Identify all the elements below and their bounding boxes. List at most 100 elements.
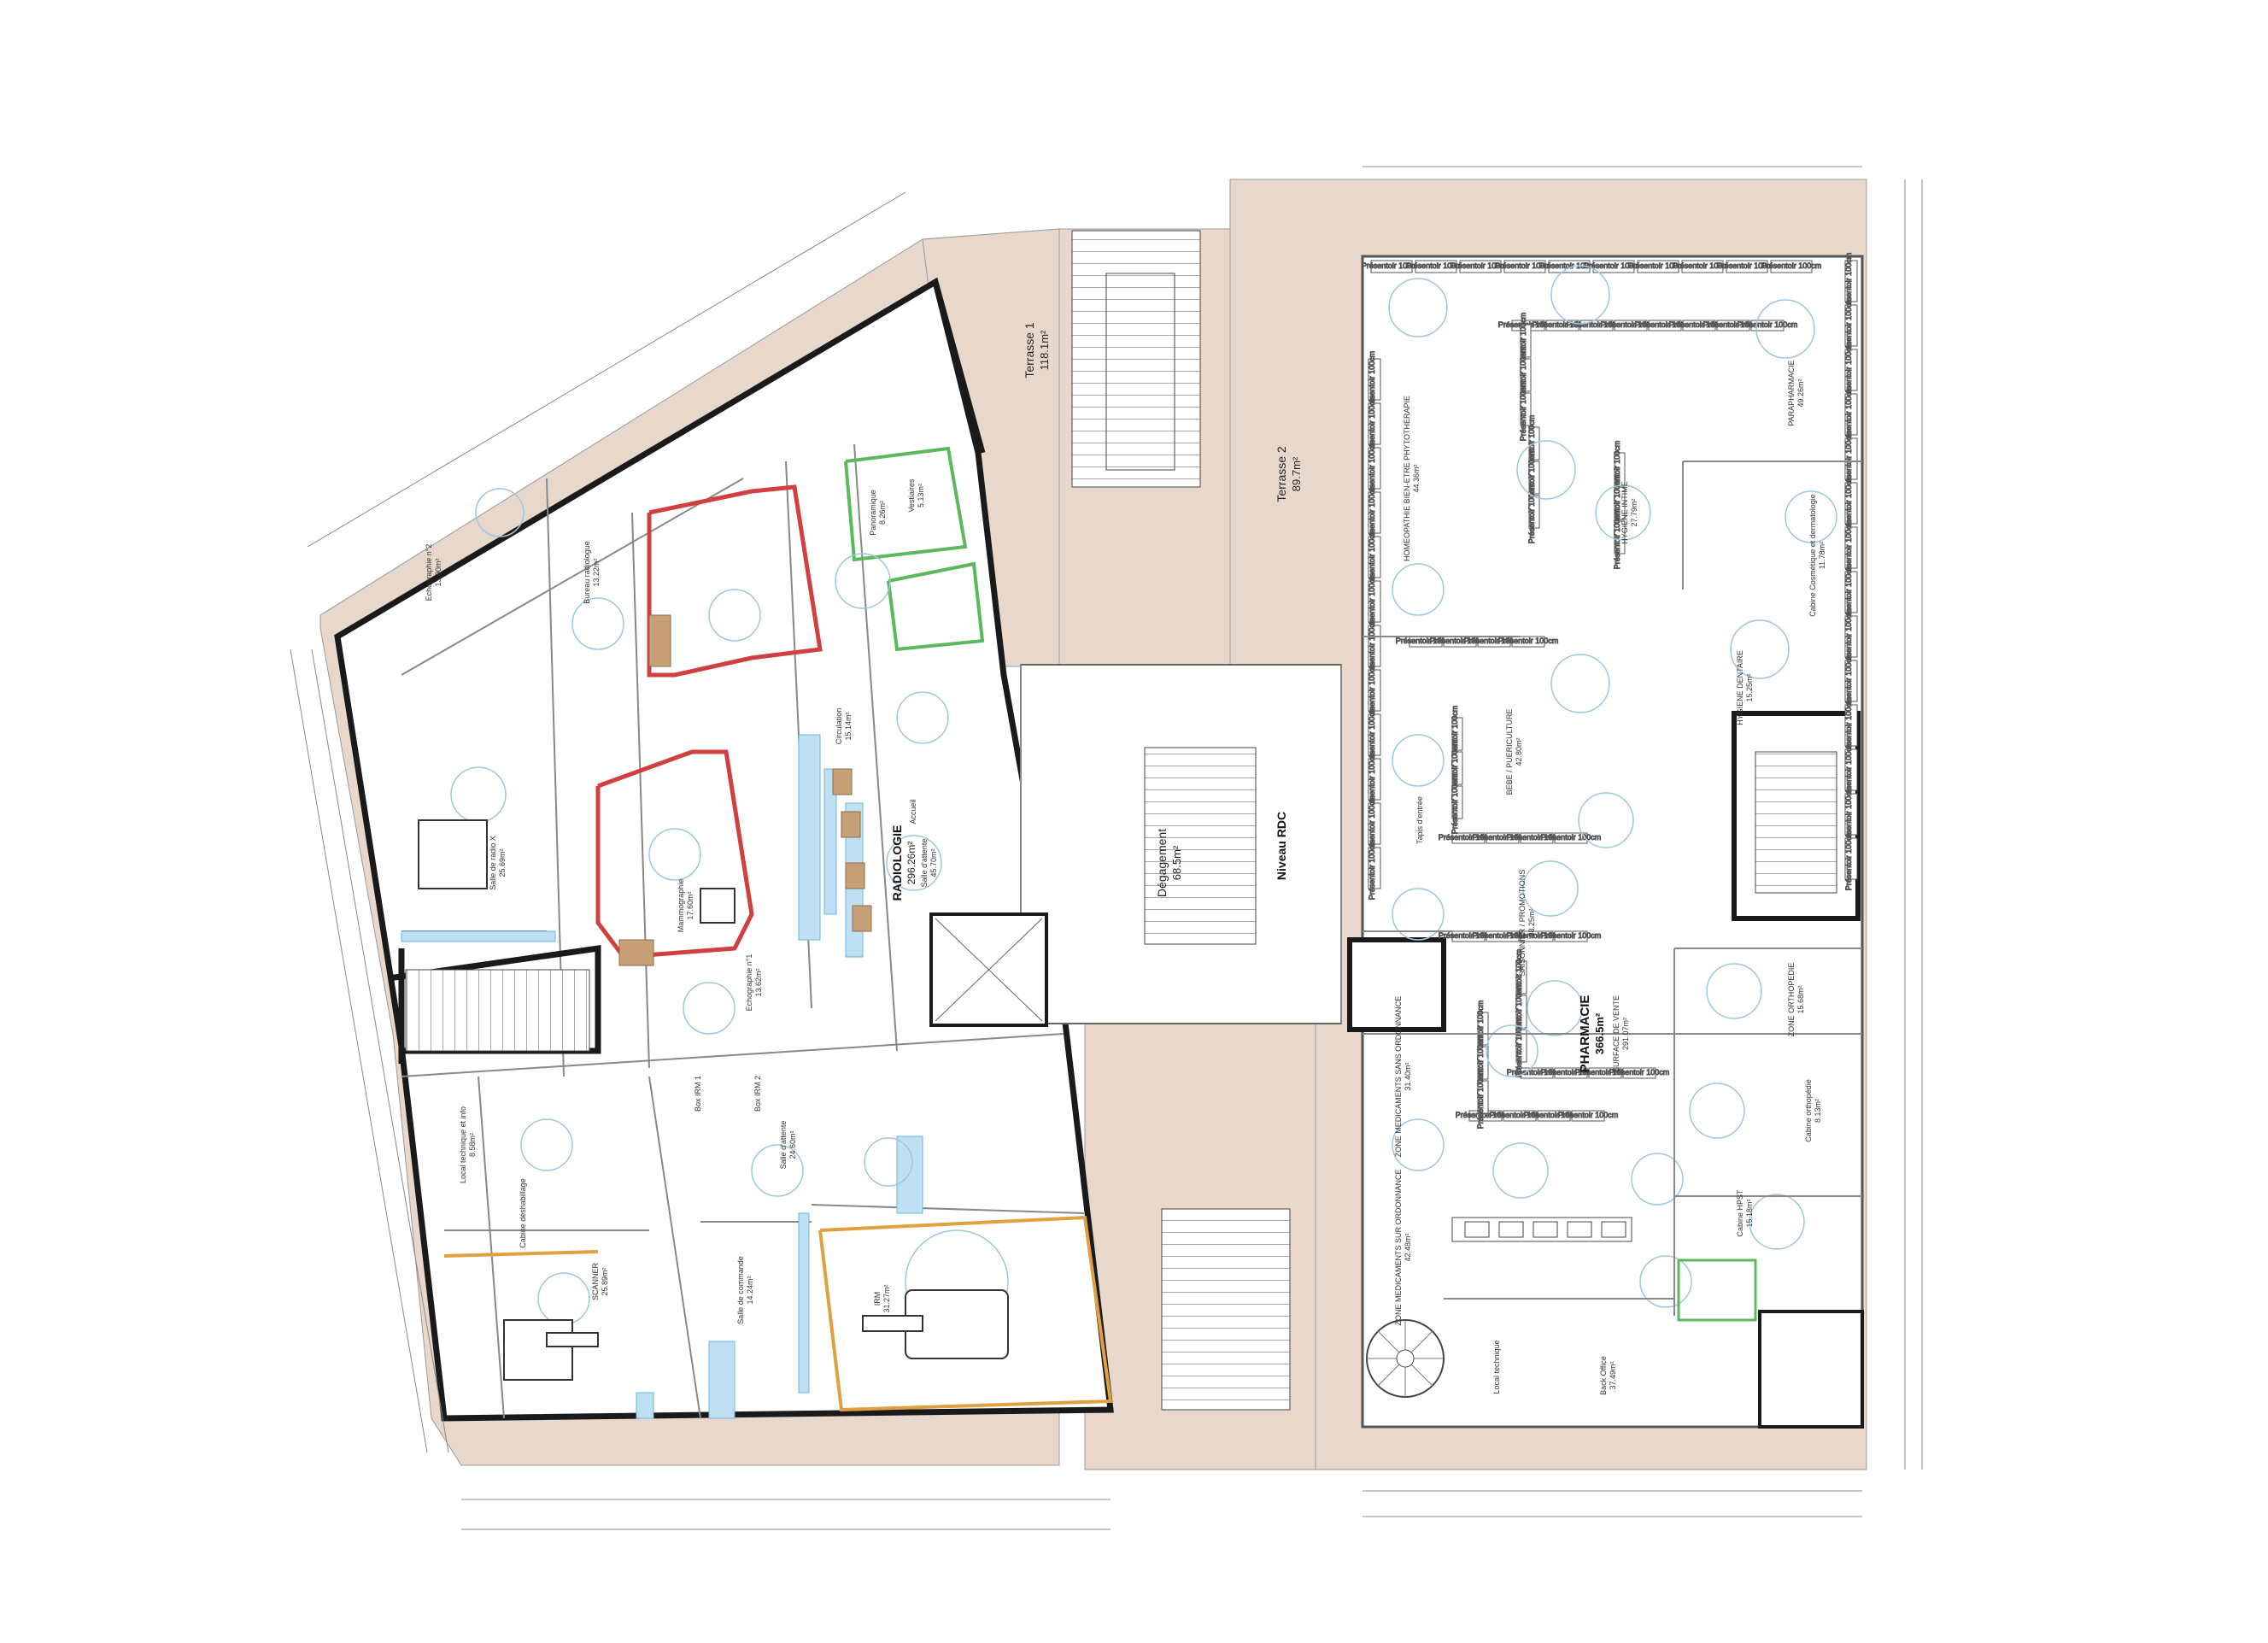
pharma-room-label: Back Office bbox=[1599, 1356, 1608, 1395]
presentoir-shelf bbox=[1520, 930, 1554, 942]
presentoir-label: Présentoir 100cm bbox=[1584, 261, 1644, 270]
presentoir-shelf bbox=[1368, 713, 1381, 756]
presentoir-label: Présentoir 100cm bbox=[1473, 833, 1533, 842]
presentoir-shelf bbox=[1648, 320, 1682, 332]
presentoir-label: Présentoir 100cm bbox=[1567, 320, 1627, 329]
presentoir-shelf bbox=[1614, 486, 1626, 520]
pharma-room-area: 15.68m² bbox=[1796, 985, 1805, 1013]
presentoir-label: Présentoir 100cm bbox=[1533, 320, 1593, 329]
radio-room-area: 8.58m² bbox=[468, 1133, 477, 1157]
presentoir-shelf bbox=[1511, 636, 1545, 648]
presentoir-label: Présentoir 100cm bbox=[1844, 653, 1853, 713]
presentoir-shelf bbox=[1614, 320, 1648, 332]
presentoir-label: Présentoir 100cm bbox=[1495, 261, 1556, 270]
presentoir-shelf bbox=[1844, 748, 1858, 791]
presentoir-shelf bbox=[1682, 320, 1716, 332]
presentoir-label: Présentoir 100cm bbox=[1519, 313, 1527, 373]
presentoir-label: Présentoir 100cm bbox=[1539, 261, 1600, 270]
presentoir-shelf bbox=[1770, 260, 1813, 273]
presentoir-label: Présentoir 100cm bbox=[1368, 440, 1376, 501]
presentoir-label: Présentoir 100cm bbox=[1368, 573, 1376, 634]
pharma-room-label: SAISONNIER / PROMOTIONS bbox=[1518, 870, 1527, 977]
presentoir-label: Présentoir 100cm bbox=[1507, 833, 1568, 842]
presentoir-label: Présentoir 100cm bbox=[1609, 1068, 1670, 1077]
presentoir-shelf bbox=[1844, 526, 1858, 569]
presentoir-shelf bbox=[1545, 320, 1579, 332]
presentoir-shelf bbox=[1548, 260, 1591, 273]
pharma-room-area: 37.49m² bbox=[1609, 1361, 1617, 1389]
presentoir-label: Présentoir 100cm bbox=[1844, 342, 1853, 402]
pharma-room-label: ZONE ORTHOPEDIE bbox=[1787, 963, 1796, 1037]
turning-circles-left bbox=[450, 488, 1009, 1334]
radio-room-label: Vestiaires bbox=[907, 478, 916, 513]
presentoir-shelf bbox=[1844, 393, 1858, 436]
presentoir-label: Présentoir 100cm bbox=[1524, 1111, 1585, 1119]
radio-room-label: Salle de radio X bbox=[489, 836, 497, 890]
radiologie-title: RADIOLOGIE bbox=[890, 825, 904, 901]
presentoir-label: Présentoir 100cm bbox=[1844, 786, 1853, 847]
presentoir-label: Présentoir 100cm bbox=[1844, 697, 1853, 758]
presentoir-shelf bbox=[1515, 1029, 1527, 1063]
presentoir-shelf bbox=[1503, 1110, 1537, 1122]
presentoir-label: Présentoir 100cm bbox=[1601, 320, 1661, 329]
presentoir-shelf bbox=[1681, 260, 1724, 273]
presentoir-label: Présentoir 100cm bbox=[1515, 983, 1523, 1044]
terrace-1-name: Terrasse 1 bbox=[1023, 322, 1036, 378]
presentoir-shelf bbox=[1368, 491, 1381, 534]
presentoir-label: Présentoir 100cm bbox=[1613, 441, 1621, 502]
presentoir-label: Présentoir 100cm bbox=[1450, 740, 1459, 801]
presentoir-shelf bbox=[1520, 392, 1532, 426]
pharmacie-lift-bottom bbox=[1758, 1310, 1864, 1429]
pharma-room-label: HOMEOPATHIE BIEN-ETRE PHYTOTHERAPIE bbox=[1403, 396, 1411, 561]
radio-room-area: 31.27m² bbox=[882, 1284, 891, 1312]
presentoir-label: Présentoir 100cm bbox=[1368, 484, 1376, 545]
pharma-room-label: HYGIENE INTIME bbox=[1620, 481, 1629, 544]
presentoir-label: Présentoir 100cm bbox=[1439, 833, 1499, 842]
radiology-equipment bbox=[418, 819, 1009, 1381]
radiologie-stair bbox=[405, 969, 590, 1052]
radio-room-area: 24.60m² bbox=[788, 1130, 797, 1159]
presentoir-shelf bbox=[1503, 260, 1546, 273]
presentoir-label: Présentoir 100cm bbox=[1450, 261, 1511, 270]
presentoir-shelf bbox=[1451, 785, 1463, 819]
pharmacie-green-partition bbox=[1677, 1259, 1757, 1322]
pharmacie-lift bbox=[1347, 937, 1446, 1032]
turning-circles-right bbox=[1388, 265, 1837, 1308]
pharma-room-area: 28.25m² bbox=[1527, 908, 1536, 936]
presentoir-shelf bbox=[1844, 349, 1858, 391]
presentoir-shelf bbox=[1368, 802, 1381, 845]
presentoir-shelf bbox=[1368, 669, 1381, 712]
presentoir-label: Présentoir 100cm bbox=[1368, 840, 1376, 901]
presentoir-label: Présentoir 100cm bbox=[1450, 774, 1459, 835]
dimension-lines bbox=[290, 166, 1923, 1530]
presentoir-label: Présentoir 100cm bbox=[1738, 320, 1798, 329]
presentoir-shelf bbox=[1520, 324, 1532, 358]
presentoir-shelf bbox=[1844, 615, 1858, 658]
presentoir-label: Présentoir 100cm bbox=[1844, 830, 1853, 891]
presentoir-shelf bbox=[1415, 260, 1457, 273]
presentoir-shelf bbox=[1844, 660, 1858, 702]
presentoir-shelf bbox=[1368, 758, 1381, 801]
presentoir-label: Présentoir 100cm bbox=[1527, 449, 1536, 510]
presentoir-label: Présentoir 100cm bbox=[1673, 261, 1733, 270]
presentoir-label: Présentoir 100cm bbox=[1541, 1068, 1602, 1077]
presentoir-shelf bbox=[1486, 832, 1520, 844]
presentoir-label: Présentoir 100cm bbox=[1703, 320, 1764, 329]
presentoir-shelf bbox=[1726, 260, 1768, 273]
terrace-2-name: Terrasse 2 bbox=[1275, 446, 1288, 502]
presentoir-label: Présentoir 100cm bbox=[1635, 320, 1696, 329]
radio-room-label: IRM bbox=[873, 1292, 882, 1306]
radio-room-area: 14.24m² bbox=[746, 1276, 754, 1304]
presentoir-shelf bbox=[1844, 482, 1858, 525]
radio-room-area: 13.62m² bbox=[754, 968, 763, 996]
presentoir-shelf bbox=[1451, 717, 1463, 751]
presentoir-label: Présentoir 100cm bbox=[1473, 931, 1533, 940]
presentoir-label: Présentoir 100cm bbox=[1541, 833, 1602, 842]
presentoir-shelf bbox=[1571, 1110, 1605, 1122]
presentoir-label: Présentoir 100cm bbox=[1541, 931, 1602, 940]
presentoir-label: Présentoir 100cm bbox=[1669, 320, 1730, 329]
radio-room-label: Salle d'attente bbox=[920, 839, 929, 888]
degagement-name: Dégagement bbox=[1155, 829, 1169, 897]
presentoir-shelf bbox=[1554, 1067, 1588, 1079]
